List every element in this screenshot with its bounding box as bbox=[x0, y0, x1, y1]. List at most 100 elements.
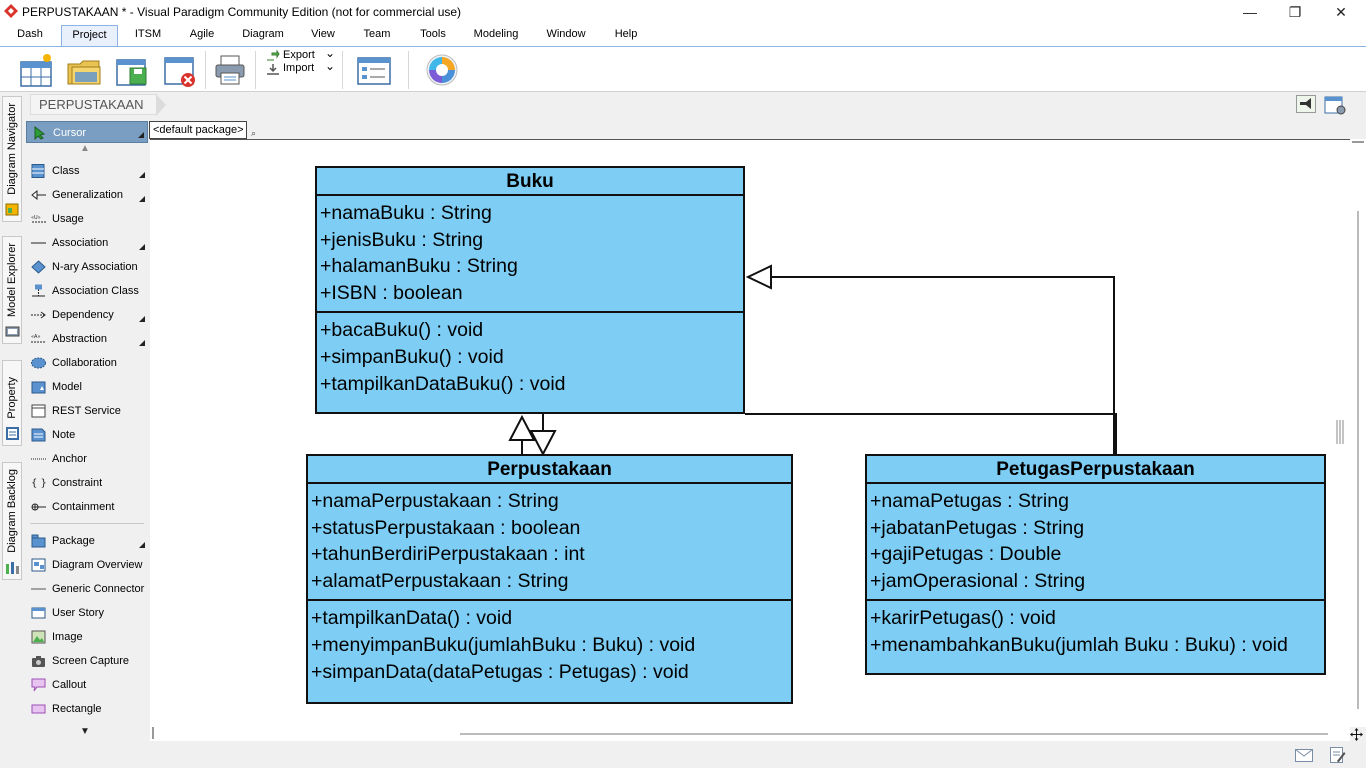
palette-containment[interactable]: Containment bbox=[26, 496, 148, 518]
class-operation: +tampilkanDataBuku() : void bbox=[320, 372, 566, 395]
visual-paradigm-online-icon[interactable] bbox=[424, 52, 460, 88]
palette-note[interactable]: Note bbox=[26, 424, 148, 446]
minimize-icon: — bbox=[1243, 4, 1257, 20]
palette-package[interactable]: Package bbox=[26, 530, 148, 552]
palette-association-class[interactable]: Association Class bbox=[26, 280, 148, 302]
horizontal-scroll-thumb[interactable] bbox=[460, 733, 1328, 735]
breadcrumb[interactable]: PERPUSTAKAAN bbox=[30, 94, 165, 116]
vertical-scrollbar[interactable] bbox=[1350, 139, 1366, 727]
dependency-icon bbox=[31, 311, 46, 319]
palette-model[interactable]: Model bbox=[26, 376, 148, 398]
palette-generalization[interactable]: Generalization bbox=[26, 184, 148, 206]
tab-window[interactable]: Window bbox=[546, 28, 586, 40]
import-icon bbox=[267, 64, 279, 75]
import-button[interactable]: Import bbox=[283, 62, 315, 74]
print-icon[interactable] bbox=[212, 52, 248, 88]
ribbon-separator bbox=[342, 51, 343, 89]
class-attribute: +ISBN : boolean bbox=[320, 281, 463, 304]
ribbon-separator bbox=[408, 51, 409, 89]
palette-scroll-up-icon[interactable]: ▲ bbox=[80, 143, 90, 154]
announcement-icon[interactable] bbox=[1296, 95, 1316, 113]
palette-scroll-down-icon[interactable]: ▼ bbox=[80, 726, 90, 737]
palette-dependency[interactable]: Dependency bbox=[26, 304, 148, 326]
tab-diagram-backlog[interactable]: Diagram Backlog bbox=[2, 462, 22, 580]
palette-rectangle[interactable]: Rectangle bbox=[26, 698, 148, 720]
tab-property-label: Property bbox=[6, 377, 18, 419]
tab-diagram[interactable]: Diagram bbox=[242, 28, 284, 40]
palette-constraint[interactable]: { } Constraint bbox=[26, 472, 148, 494]
class-operations: +bacaBuku() : void +simpanBuku() : void … bbox=[317, 313, 743, 402]
palette-cursor-label: Cursor bbox=[53, 127, 87, 139]
close-project-icon[interactable] bbox=[162, 52, 198, 88]
palette-screen-capture[interactable]: Screen Capture bbox=[26, 650, 148, 672]
class-attribute: +jenisBuku : String bbox=[320, 228, 484, 251]
uml-class-buku[interactable]: Buku +namaBuku : String +jenisBuku : Str… bbox=[315, 166, 745, 414]
class-name: PetugasPerpustakaan bbox=[867, 456, 1324, 484]
tab-project[interactable]: Project bbox=[61, 25, 118, 46]
project-properties-icon[interactable] bbox=[356, 52, 392, 88]
save-project-icon[interactable] bbox=[114, 52, 150, 88]
tab-help[interactable]: Help bbox=[614, 28, 638, 40]
close-button[interactable]: ✕ bbox=[1318, 0, 1364, 24]
tab-model-explorer[interactable]: Model Explorer bbox=[2, 236, 22, 344]
diagram-settings-icon[interactable] bbox=[1324, 95, 1346, 115]
tab-team[interactable]: Team bbox=[363, 28, 391, 40]
palette-generic-connector[interactable]: Generic Connector bbox=[26, 578, 148, 600]
svg-text:«U»: «U» bbox=[31, 215, 41, 221]
class-attribute: +jabatanPetugas : String bbox=[870, 516, 1085, 539]
import-dropdown-chevron-icon[interactable]: ⌄ bbox=[325, 59, 336, 73]
palette-callout[interactable]: Callout bbox=[26, 674, 148, 696]
tab-property[interactable]: Property bbox=[2, 360, 22, 446]
class-attributes: +namaPetugas : String +jabatanPetugas : … bbox=[867, 484, 1324, 602]
splitter-grip-icon[interactable] bbox=[1335, 420, 1345, 444]
palette-usage[interactable]: «U» Usage bbox=[26, 208, 148, 230]
palette-user-story-label: User Story bbox=[52, 607, 104, 619]
palette-nary-association[interactable]: N-ary Association bbox=[26, 256, 148, 278]
collaboration-icon bbox=[31, 357, 46, 369]
generalization-icon bbox=[31, 189, 46, 201]
palette-collaboration[interactable]: Collaboration bbox=[26, 352, 148, 374]
class-attribute: +tahunBerdiriPerpustakaan : int bbox=[311, 543, 585, 566]
tab-itsm[interactable]: ITSM bbox=[134, 28, 162, 40]
palette-class[interactable]: Class bbox=[26, 160, 148, 182]
class-name: Perpustakaan bbox=[308, 456, 791, 484]
tab-tools[interactable]: Tools bbox=[420, 28, 446, 40]
uml-class-petugas-perpustakaan[interactable]: PetugasPerpustakaan +namaPetugas : Strin… bbox=[865, 454, 1326, 675]
tab-dash[interactable]: Dash bbox=[17, 28, 43, 40]
class-operation: +bacaBuku() : void bbox=[320, 319, 484, 342]
new-project-icon[interactable] bbox=[18, 52, 54, 88]
export-dropdown-chevron-icon[interactable]: ⌄ bbox=[325, 46, 336, 60]
palette-cursor[interactable]: Cursor bbox=[26, 121, 148, 143]
svg-text:{ }: { } bbox=[31, 478, 46, 489]
tab-modeling[interactable]: Modeling bbox=[473, 28, 519, 40]
palette-association[interactable]: Association bbox=[26, 232, 148, 254]
restore-button[interactable]: ❐ bbox=[1272, 0, 1318, 24]
edit-document-icon[interactable] bbox=[1330, 747, 1346, 764]
palette-abstraction[interactable]: «A» Abstraction bbox=[26, 328, 148, 350]
tab-agile[interactable]: Agile bbox=[189, 28, 215, 40]
package-selector[interactable]: <default package> bbox=[149, 121, 247, 139]
open-project-icon[interactable] bbox=[66, 52, 102, 88]
palette-diagram-overview[interactable]: Diagram Overview bbox=[26, 554, 148, 576]
mail-icon[interactable] bbox=[1295, 749, 1313, 762]
palette-user-story[interactable]: User Story bbox=[26, 602, 148, 624]
status-bar bbox=[0, 742, 1366, 768]
palette-rest-service[interactable]: REST Service bbox=[26, 400, 148, 422]
pan-move-icon[interactable] bbox=[1349, 727, 1364, 742]
callout-icon bbox=[31, 678, 46, 692]
menu-bar: Dash Project ITSM Agile Diagram View Tea… bbox=[0, 24, 1366, 46]
tab-diagram-navigator[interactable]: Diagram Navigator bbox=[2, 96, 22, 222]
palette-package-label: Package bbox=[52, 535, 95, 547]
uml-class-perpustakaan[interactable]: Perpustakaan +namaPerpustakaan : String … bbox=[306, 454, 793, 704]
class-operation: +menambahkanBuku(jumlah Buku : Buku) : v… bbox=[870, 633, 1288, 656]
palette-anchor[interactable]: Anchor bbox=[26, 448, 148, 470]
tab-view[interactable]: View bbox=[311, 28, 335, 40]
vertical-scroll-thumb[interactable] bbox=[1357, 211, 1359, 709]
svg-text:«A»: «A» bbox=[31, 334, 41, 340]
minimize-button[interactable]: — bbox=[1227, 0, 1273, 24]
palette-image[interactable]: Image bbox=[26, 626, 148, 648]
class-attributes: +namaPerpustakaan : String +statusPerpus… bbox=[308, 484, 791, 602]
horizontal-scrollbar[interactable] bbox=[150, 727, 1350, 741]
package-search-icon[interactable]: ⌕ bbox=[251, 128, 257, 138]
export-button[interactable]: Export bbox=[283, 49, 315, 61]
